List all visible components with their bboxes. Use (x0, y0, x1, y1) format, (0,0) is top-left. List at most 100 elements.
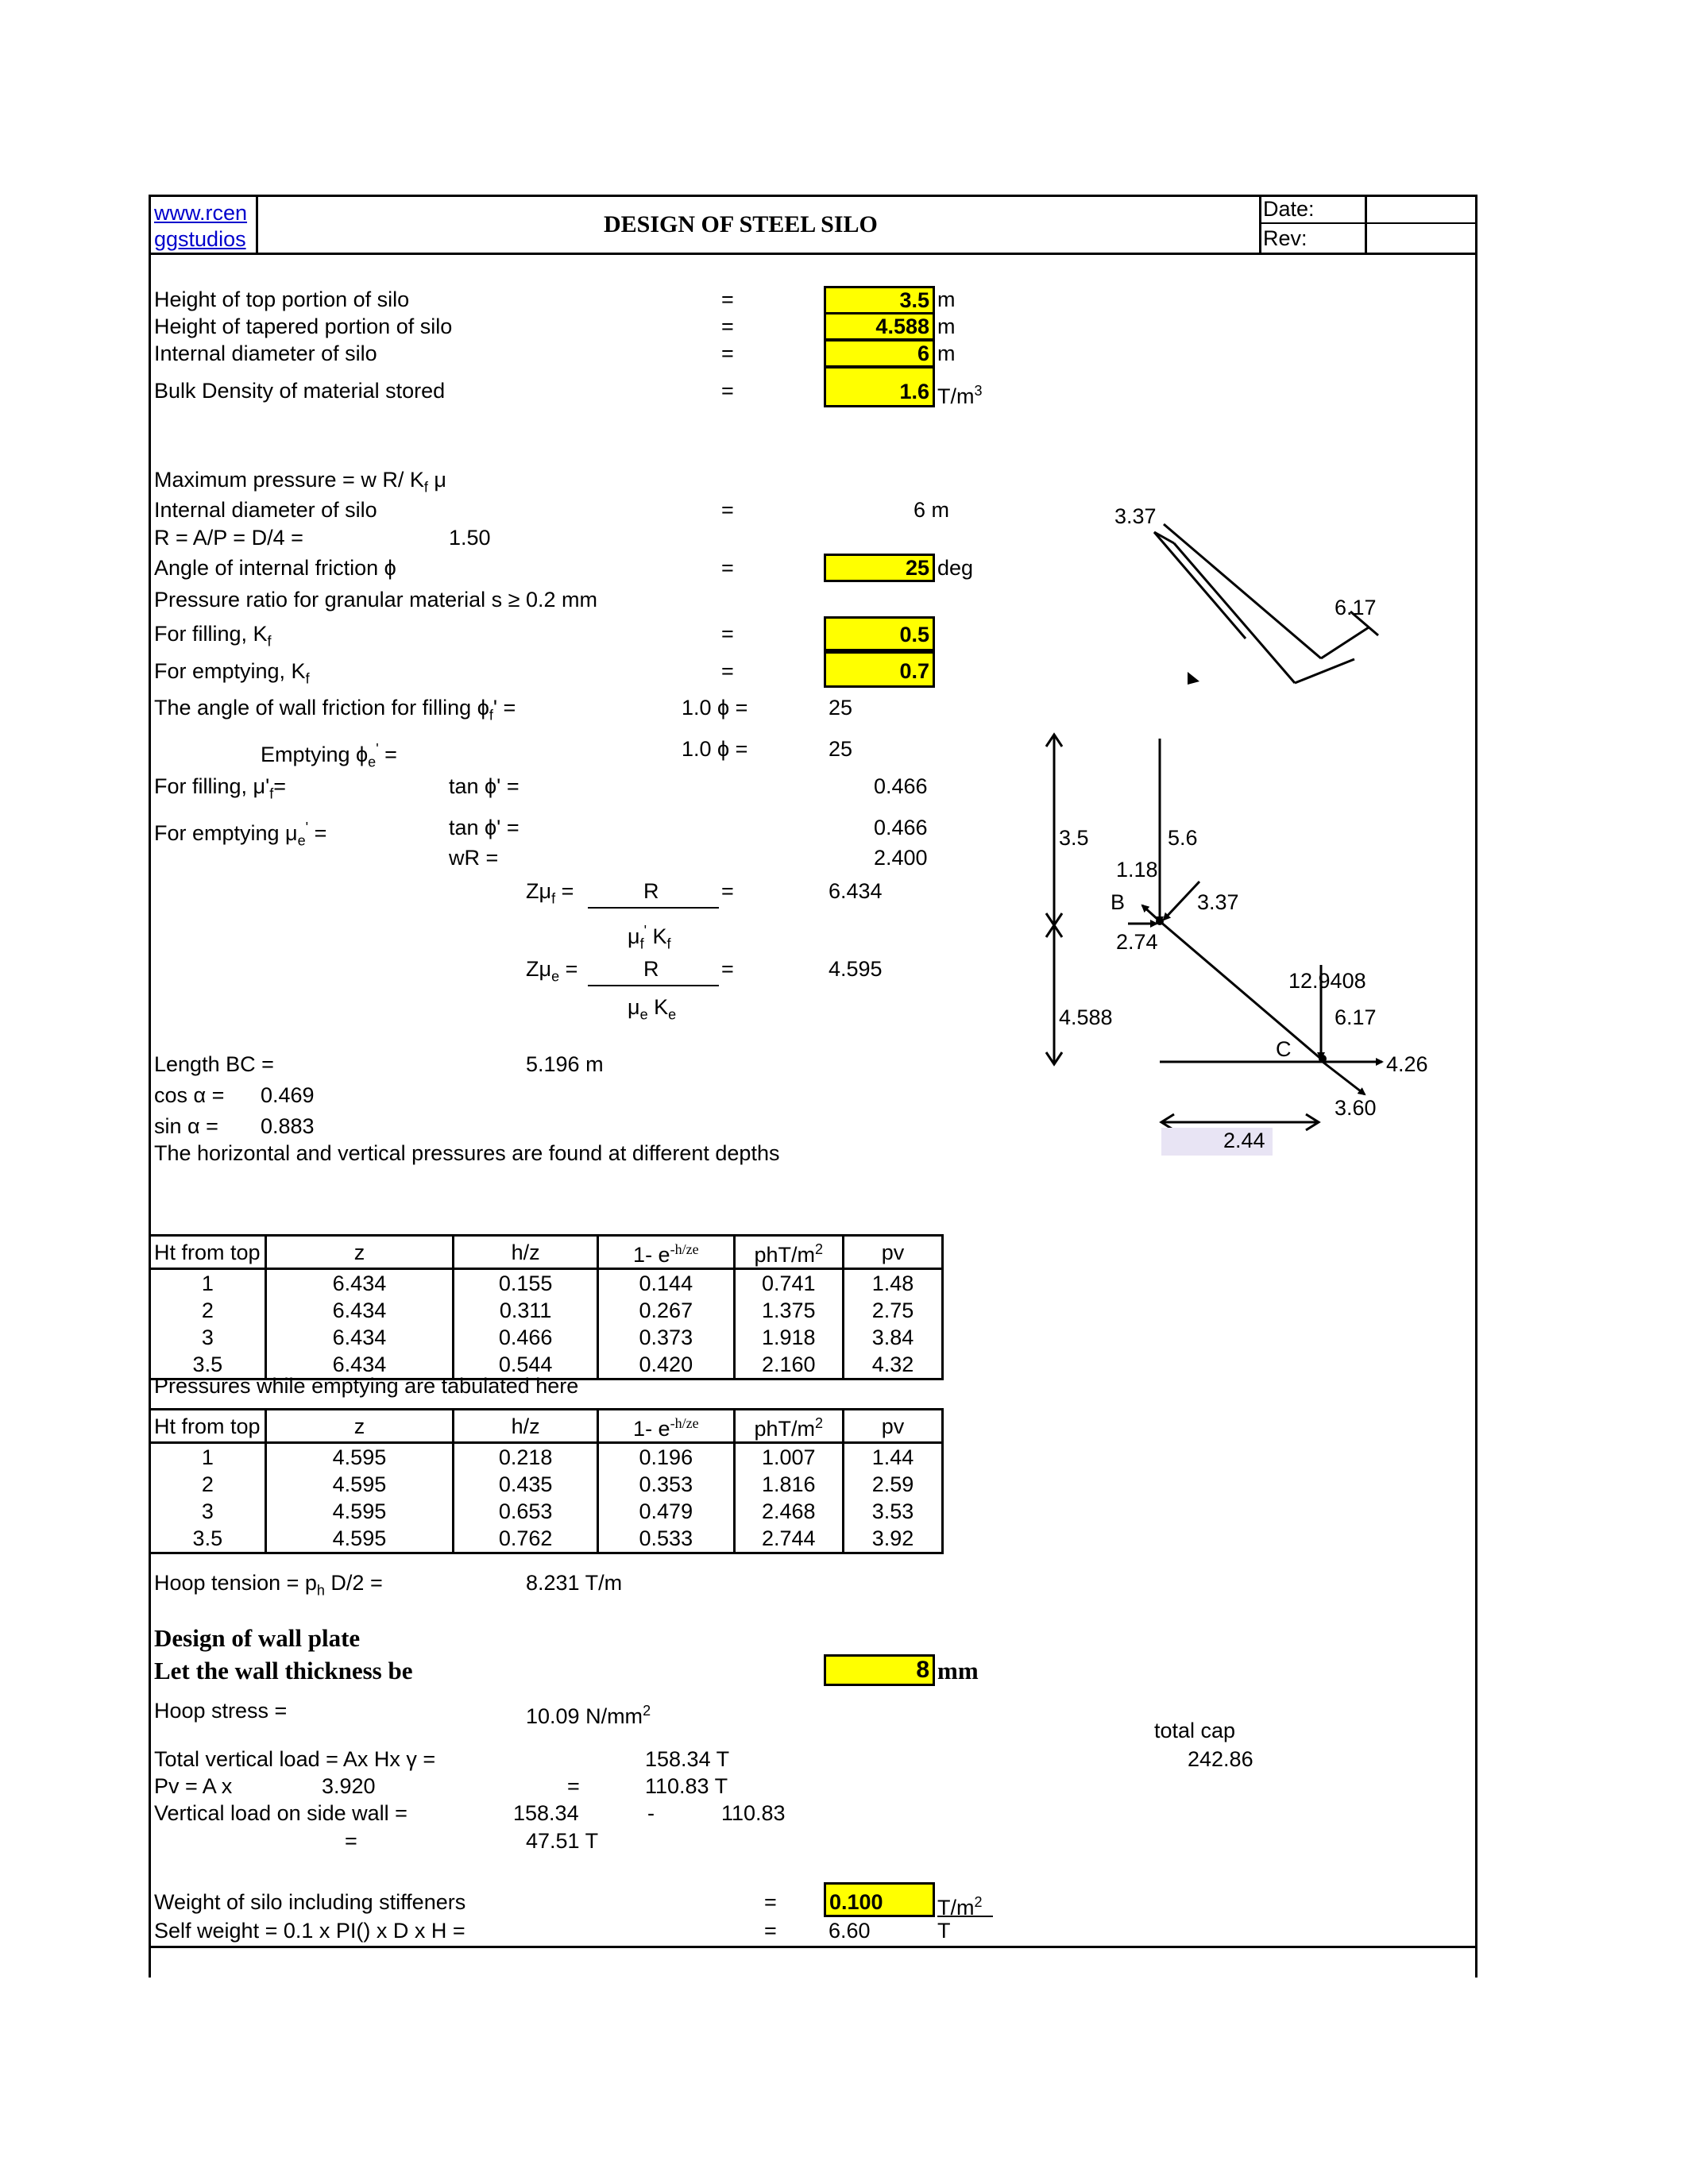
mu-filling-text: For filling, μ' (154, 774, 270, 798)
force-3-60-arrow (1322, 1060, 1366, 1096)
p-internal-dia-value: 6 m (914, 498, 950, 522)
p-internal-dia-label: Internal diameter of silo (154, 498, 377, 522)
r-value: 1.50 (449, 526, 491, 550)
col-ht: Ht from top (149, 1409, 267, 1444)
col-exp: 1- e-h/ze (597, 1235, 736, 1270)
site-link-line2[interactable]: ggstudios (154, 227, 246, 251)
point-b-dot (1156, 917, 1164, 925)
bulk-density-unit: T/m3 (937, 383, 983, 408)
internal-dia-eq: = (721, 341, 734, 365)
emptying-k-input[interactable]: 0.7 (824, 651, 935, 688)
cell: 6.434 (264, 1297, 455, 1324)
internal-dia-label: Internal diameter of silo (154, 341, 377, 365)
cell: 1 (149, 1442, 267, 1471)
wall-friction-text: The angle of wall friction for filling ϕ (154, 696, 489, 720)
cell: 0.218 (452, 1442, 600, 1471)
length-bc-value: 5.196 m (526, 1052, 604, 1076)
col-hz: h/z (452, 1409, 600, 1444)
diag-force-3-60: 3.60 (1335, 1096, 1377, 1120)
wall-thickness-unit: mm (937, 1657, 979, 1684)
col-pv: pv (841, 1409, 944, 1444)
cell: 2.75 (841, 1297, 944, 1324)
height-top-label: Height of top portion of silo (154, 287, 410, 311)
cell: 0.466 (452, 1324, 600, 1351)
z-mu-e-denominator: μe Ke (628, 995, 677, 1023)
diag-force-12-9408: 12.9408 (1288, 969, 1366, 993)
bulk-density-input[interactable]: 1.6 (824, 366, 935, 407)
mu-emptying-label: For emptying μe' = (154, 820, 327, 849)
col-hz: h/z (452, 1235, 600, 1270)
col-ph: phT/m2 (732, 1409, 844, 1444)
z-mu-f-text: Zμ (526, 879, 552, 903)
point-c-dot (1319, 1055, 1327, 1063)
z-mu-e-den-text: μ (628, 995, 640, 1019)
cos-value: 0.469 (261, 1083, 315, 1107)
cell: 6.434 (264, 1268, 455, 1297)
cell: 2.59 (841, 1471, 944, 1498)
emptying-note: Pressures while emptying are tabulated h… (154, 1374, 579, 1398)
total-vertical-value: 158.34 T (645, 1747, 730, 1771)
height-tapered-input[interactable]: 4.588 (824, 312, 935, 341)
emptying-k-label: For emptying, Kf (154, 659, 310, 687)
filling-k-text: For filling, K (154, 622, 268, 646)
cell: 4.595 (264, 1525, 455, 1553)
side-wall-result: 47.51 T (526, 1829, 599, 1853)
filling-k-input[interactable]: 0.5 (824, 616, 935, 651)
diag-dim-3-5: 3.5 (1059, 826, 1089, 850)
pressure-ratio-label: Pressure ratio for granular material s ≥… (154, 588, 598, 612)
total-cap-label: total cap (1154, 1719, 1236, 1742)
col-z: z (264, 1235, 455, 1270)
self-weight-unit: T (937, 1919, 951, 1943)
sin-label: sin α = (154, 1114, 218, 1138)
weight-input[interactable]: 0.100 (824, 1882, 935, 1917)
cell: 1.007 (732, 1442, 844, 1471)
pv-factor: 3.920 (322, 1774, 376, 1798)
z-mu-e-bar (588, 985, 719, 986)
table-header-row: Ht from top z h/z 1- e-h/ze phT/m2 pv (149, 1235, 944, 1270)
diag-force-6-17: 6.17 (1335, 1005, 1377, 1029)
col-ph-text: phT/m (754, 1243, 815, 1267)
mu-emptying-tan: tan ϕ' = (449, 816, 520, 839)
col-pv: pv (841, 1235, 944, 1270)
cos-label: cos α = (154, 1083, 225, 1107)
diag-force-1-18: 1.18 (1116, 858, 1158, 882)
emptying-phi-label: Emptying ϕe' = (261, 741, 397, 770)
total-cap-value: 242.86 (1188, 1747, 1253, 1771)
mu-filling-label: For filling, μ'f= (154, 774, 287, 802)
z-mu-e-label: Zμe = (526, 957, 578, 985)
date-label: Date: (1263, 197, 1315, 221)
cell: 4.32 (841, 1351, 944, 1379)
filling-k-eq: = (721, 622, 734, 646)
bulk-density-unit-text: T/m (937, 384, 975, 408)
wall-thickness-input[interactable]: 8 (824, 1654, 935, 1686)
angle-friction-input[interactable]: 25 (824, 554, 935, 582)
cell: 4.595 (264, 1498, 455, 1525)
site-link-line1[interactable]: www.rcen (154, 201, 248, 225)
diag-dim-4588: 4.588 (1059, 1005, 1113, 1029)
height-tapered-unit: m (937, 314, 956, 338)
emptying-k-eq: = (721, 659, 734, 683)
line-bc (1159, 920, 1323, 1062)
hoop-tension-suffix: D/2 = (324, 1571, 383, 1595)
z-mu-f-eq: = (721, 879, 734, 903)
diag-point-c: C (1276, 1037, 1292, 1061)
cell: 2.744 (732, 1525, 844, 1553)
z-mu-e-eq: = (721, 957, 734, 981)
page-title: DESIGN OF STEEL SILO (604, 211, 878, 237)
col-exp-text: 1- e (633, 1243, 670, 1267)
cell: 0.653 (452, 1498, 600, 1525)
cell: 3.84 (841, 1324, 944, 1351)
cell: 1.918 (732, 1324, 844, 1351)
cell: 3 (149, 1324, 267, 1351)
cell: 1.44 (841, 1442, 944, 1471)
diag-force-4-26: 4.26 (1386, 1052, 1428, 1076)
bulk-density-eq: = (721, 379, 734, 403)
z-mu-e-numerator: R (643, 957, 659, 981)
